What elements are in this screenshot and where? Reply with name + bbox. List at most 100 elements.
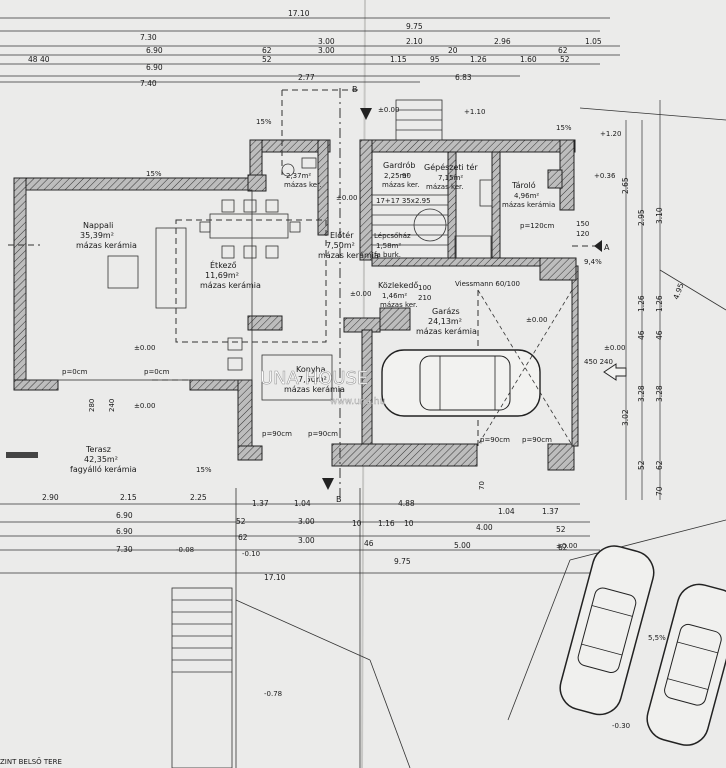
room-konyha-area: 7,50m²	[298, 375, 327, 384]
level-12: -0.10	[242, 550, 260, 558]
dim-bot-r1-b: 2.15	[120, 493, 137, 502]
level-4: ±0.00	[350, 290, 371, 298]
wc-toilet-icon	[281, 163, 295, 177]
section-b-bottom: B	[336, 495, 342, 504]
room-terasz-floor: fagyálló kerámia	[70, 464, 137, 474]
room-eloter-name: Előtér	[330, 230, 354, 240]
room-etkezo-floor: mázas kerámia	[200, 281, 261, 290]
dim-bot-r3-f: 62	[558, 543, 568, 552]
scale-bar	[6, 452, 38, 458]
level-15: ±0.00	[556, 542, 577, 550]
dim-top-r5-g: 52	[560, 55, 570, 64]
level-13: -0.78	[264, 690, 282, 698]
coffee-table-icon	[107, 255, 139, 289]
room-garazs-area: 24,13m²	[428, 317, 462, 326]
garage-car-icon	[381, 349, 541, 417]
room-kozlekedo-name: Közlekedő	[378, 281, 418, 290]
room-kozlekedo-floor: mázas ker.	[380, 301, 418, 309]
dim-top-r6-c: 6.83	[455, 73, 472, 82]
top-dimensions: 17.10 9.75 7.30 3.00 2.10 2.96 1.05 6.90…	[0, 9, 620, 88]
slope-3: 15%	[556, 124, 572, 132]
site-lines	[6, 107, 726, 768]
dim-top-extra-b: 40	[40, 55, 50, 64]
dim-bot-r1-g: 1.04	[498, 507, 515, 516]
dim-top-r6-a: 7.40	[140, 79, 157, 88]
dim-top-r6-b: 2.77	[298, 73, 315, 82]
dim-bot-r1-e: 1.04	[294, 499, 311, 508]
section-markers	[322, 88, 602, 498]
stair-label: 17+17 35x2.95	[376, 197, 431, 205]
room-labels: Nappali 35,39m² mázas kerámia Étkező 11,…	[70, 160, 555, 474]
dim-bot-r1-f: 4.88	[398, 499, 415, 508]
bottom-dimensions: 2.90 2.15 2.25 1.37 1.04 4.88 1.04 1.37 …	[0, 493, 600, 582]
room-eloter-area: 7,50m²	[326, 241, 355, 250]
room-lepcsohaz-area: 1,58m²	[376, 242, 401, 250]
dim-top-r5-d: 95	[430, 55, 440, 64]
room-gardrob-floor: mázas ker.	[382, 181, 420, 189]
dim-bot-r2-e: 1.16	[378, 519, 395, 528]
room-wc-floor: mázas ker.	[284, 181, 322, 189]
dim-bot-r1-d: 1.37	[252, 499, 269, 508]
dim-top-extra-a: 48	[28, 55, 38, 64]
watermark: UNA HOUSE	[260, 368, 368, 389]
parked-car-1-icon	[559, 545, 655, 716]
level-9: +1.20	[600, 130, 621, 138]
level-10: +0.36	[594, 172, 616, 180]
viessmann-label: Viessmann 60/100	[455, 280, 520, 288]
room-terasz-name: Terasz	[85, 445, 111, 454]
dim-r-2: 2.95	[637, 209, 646, 226]
section-b-top: B	[352, 85, 358, 94]
dim-top-r4-a: 6.90	[146, 46, 163, 55]
dim-r-5: 1.26	[637, 295, 646, 312]
watermark-url: www.una.hu	[330, 397, 385, 407]
bottom-note: ZINT BELSŐ TERE	[0, 757, 62, 766]
slope-2: 15%	[146, 170, 162, 178]
kitchen-counter	[261, 354, 333, 401]
dim-100: 100	[418, 284, 431, 292]
room-gardrob-area: 2,25m²	[384, 172, 409, 180]
level-7: ±0.00	[378, 106, 399, 114]
dim-r-1: 2.65	[621, 177, 630, 194]
staircase	[371, 99, 449, 259]
slope-4: 9,4%	[584, 258, 602, 266]
dim-top-r3-d: 2.96	[494, 37, 511, 46]
annotations: Viessmann 60/100 17+17 35x2.95 15% 15% 1…	[0, 85, 666, 766]
room-konyha-floor: mázas kerámia	[284, 385, 345, 394]
dim-70: 70	[478, 481, 486, 490]
dim-bot-r2-g: 4.00	[476, 523, 493, 532]
dim-bot-r1-h: 1.37	[542, 507, 559, 516]
dim-top-r4-b: 62	[262, 46, 272, 55]
dim-bot-r2-b: 52	[236, 517, 246, 526]
dim-r-13: 70	[655, 486, 664, 496]
dim-top-r3-e: 1.05	[585, 37, 602, 46]
slope-6: 15%	[196, 466, 212, 474]
door-p0-2: p=0cm	[144, 368, 170, 376]
dim-top-r5-f: 1.60	[520, 55, 537, 64]
slope-5: 5,5%	[648, 634, 666, 642]
dim-top-r4-e: 20	[448, 46, 458, 55]
door-p90-3: p=90cm	[480, 436, 510, 444]
level-5: ±0.00	[526, 316, 547, 324]
garage-diagonals	[477, 289, 573, 446]
dim-280: 280	[88, 399, 96, 412]
right-dimensions: 2.65 2.95 3.10 46 1.26 46 1.26 3.28 3.28…	[621, 100, 686, 500]
room-garazs-name: Garázs	[432, 307, 460, 316]
level-2: ±0.00	[134, 402, 155, 410]
dim-90: 90	[402, 172, 411, 180]
dim-bot-r3-b: 62	[238, 533, 248, 542]
dim-r-4: 46	[637, 330, 646, 340]
door-p0-1: p=0cm	[62, 368, 88, 376]
dim-top-r3-b: 3.00	[318, 37, 335, 46]
dim-bot-r1-a: 2.90	[42, 493, 59, 502]
level-markers: ±0.00 ±0.00 ±0.00 ±0.00 ±0.00 ±0.00 ±0.0…	[134, 106, 630, 730]
level-6: ±0.00	[604, 344, 625, 352]
dim-r-9: 3.28	[655, 385, 664, 402]
room-gepeszeti-floor: mázas ker.	[426, 183, 464, 191]
dim-top-r4-g: 62	[558, 46, 568, 55]
dim-top-r3-c: 2.10	[406, 37, 423, 46]
dim-r-10: 3.02	[621, 409, 630, 426]
room-kozlekedo-area: 1,46m²	[382, 292, 407, 300]
room-eloter-floor: mázas kerámia	[318, 251, 379, 260]
dim-r-12: 62	[655, 460, 664, 470]
